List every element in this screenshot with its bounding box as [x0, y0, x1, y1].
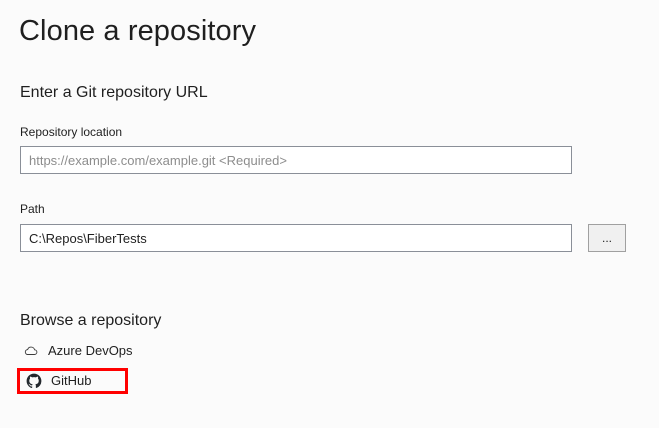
section-heading-browse-repository: Browse a repository — [20, 312, 162, 329]
section-heading-enter-url: Enter a Git repository URL — [20, 84, 208, 101]
page-title: Clone a repository — [19, 15, 257, 47]
github-icon — [25, 372, 43, 390]
repository-location-input[interactable] — [20, 146, 572, 174]
repo-source-label: Azure DevOps — [48, 343, 133, 358]
path-input[interactable] — [20, 224, 572, 252]
path-label: Path — [20, 202, 45, 216]
repo-source-label: GitHub — [51, 373, 92, 388]
repository-location-label: Repository location — [20, 125, 123, 139]
cloud-icon — [22, 342, 40, 360]
browse-path-button[interactable]: ... — [588, 224, 626, 252]
repo-source-github[interactable]: GitHub — [17, 368, 128, 394]
repo-source-azure-devops[interactable]: Azure DevOps — [20, 340, 139, 362]
